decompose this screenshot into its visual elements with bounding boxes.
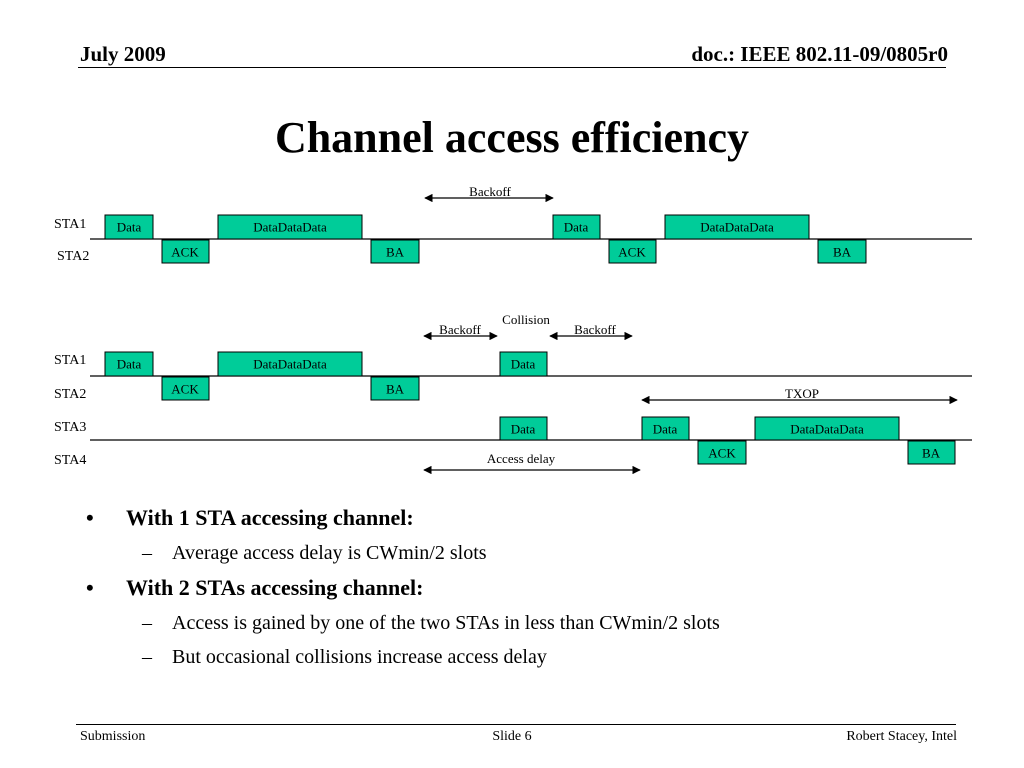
d1-frame-ba-2-label: BA [833, 245, 852, 260]
d2-access-delay-label: Access delay [487, 451, 556, 466]
d1-frame-ack-2-label: ACK [618, 245, 646, 260]
sub-bullet-text: Average access delay is CWmin/2 slots [172, 542, 487, 564]
d1-frame-ba-2: BA [817, 239, 867, 264]
d2-station-label-sta2: STA2 [54, 387, 86, 402]
d2-sta1-frame-aggregate: DataDataData [217, 351, 363, 377]
header-doc-id: doc.: IEEE 802.11-09/0805r0 [691, 42, 948, 66]
d2-sta4-frame-ack-label: ACK [708, 446, 736, 461]
slide-title: Channel access efficiency [274, 113, 750, 162]
d2-sta1-frame-aggregate-label: DataDataData [253, 357, 327, 372]
d1-station-label-sta2: STA2 [57, 249, 89, 264]
d2-station-label-sta1: STA1 [54, 353, 86, 368]
d2-sta1-frame-data-collision-label: Data [511, 357, 536, 372]
header-date: July 2009 [80, 42, 166, 66]
d2-sta3-frame-data: Data [641, 416, 690, 441]
d1-frame-ba-1-label: BA [386, 245, 405, 260]
d2-sta2-frame-ack: ACK [161, 376, 210, 401]
d1-frame-aggregate-2: DataDataData [664, 214, 810, 240]
footer-submission: Submission [80, 729, 146, 744]
header-rule [78, 67, 946, 68]
d1-frame-data-1: Data [104, 214, 154, 240]
d2-sta2-frame-ba: BA [370, 376, 420, 401]
footer-author: Robert Stacey, Intel [846, 729, 957, 744]
d2-txop-label: TXOP [785, 386, 819, 401]
d2-backoff-left-label: Backoff [439, 322, 481, 337]
d1-frame-aggregate-1-label: DataDataData [253, 220, 327, 235]
d2-sta4-frame-ba-label: BA [922, 446, 941, 461]
d1-backoff-label: Backoff [469, 184, 511, 199]
d1-frame-ack-1: ACK [161, 239, 210, 264]
d2-station-label-sta4: STA4 [54, 453, 86, 468]
d2-sta3-frame-data-collision-label: Data [511, 422, 536, 437]
sub-bullet-text: But occasional collisions increase acces… [172, 646, 547, 668]
d2-collision-label: Collision [502, 312, 550, 327]
d1-frame-data-2-label: Data [564, 220, 589, 235]
sub-bullet-mark: – [142, 542, 152, 564]
channel-access-diagram: STA1 STA2 Backoff Data DataDataData Data… [54, 184, 972, 475]
bullet-mark: • [86, 505, 94, 530]
bullet-text: With 2 STAs accessing channel: [126, 575, 424, 600]
footer-rule [76, 724, 956, 725]
d1-station-label-sta1: STA1 [54, 217, 86, 232]
d1-frame-data-1-label: Data [117, 220, 142, 235]
d2-station-label-sta3: STA3 [54, 420, 86, 435]
d2-sta1-frame-data-collision: Data [499, 351, 548, 377]
d2-backoff-right-label: Backoff [574, 322, 616, 337]
d2-sta4-frame-ack: ACK [697, 440, 747, 465]
d2-sta4-frame-ba: BA [907, 440, 956, 465]
d2-sta3-frame-data-label: Data [653, 422, 678, 437]
sub-bullet-mark: – [142, 646, 152, 668]
bullet-mark: • [86, 575, 94, 600]
d2-sta2-frame-ba-label: BA [386, 382, 405, 397]
sub-bullet-text: Access is gained by one of the two STAs … [172, 612, 720, 634]
d2-sta3-frame-aggregate: DataDataData [754, 416, 900, 441]
footer-slide-number: Slide 6 [492, 729, 532, 744]
bullet-text: With 1 STA accessing channel: [126, 505, 414, 530]
d2-sta2-frame-ack-label: ACK [171, 382, 199, 397]
d1-frame-aggregate-2-label: DataDataData [700, 220, 774, 235]
d2-sta1-frame-data-1: Data [104, 351, 154, 377]
d1-frame-data-2: Data [552, 214, 601, 240]
d1-frame-aggregate-1: DataDataData [217, 214, 363, 240]
d1-frame-ack-1-label: ACK [171, 245, 199, 260]
d2-sta3-frame-aggregate-label: DataDataData [790, 422, 864, 437]
d1-frame-ack-2: ACK [608, 239, 657, 264]
d1-frame-ba-1: BA [370, 239, 420, 264]
d2-sta1-frame-data-1-label: Data [117, 357, 142, 372]
sub-bullet-mark: – [142, 612, 152, 634]
d2-sta3-frame-data-collision: Data [499, 416, 548, 441]
